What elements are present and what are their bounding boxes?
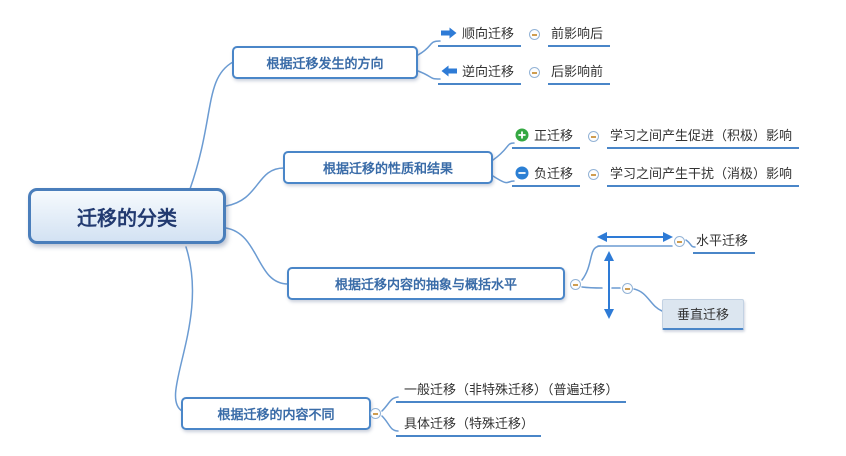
root-topic-label: 迁移的分类: [77, 205, 177, 230]
subtopic-forward-transfer[interactable]: 顺向迁移: [438, 22, 522, 47]
subtopic-negative-transfer[interactable]: 负迁移: [512, 162, 581, 187]
subtopic-general-transfer[interactable]: 一般迁移（非特殊迁移）（普遍迁移）: [396, 378, 626, 403]
subtopic-horizontal-transfer[interactable]: 水平迁移: [693, 229, 756, 254]
subtopic-label: 正迁移: [534, 129, 574, 144]
branch-topic-abstraction-level[interactable]: 根据迁移内容的抽象与概括水平: [287, 267, 565, 300]
plus-circle-icon: [515, 128, 529, 142]
subtopic-label: 逆向迁移: [462, 65, 515, 80]
branch-topic-label: 根据迁移发生的方向: [266, 57, 384, 72]
subtopic-row: 一般迁移（非特殊迁移）（普遍迁移）: [396, 378, 626, 403]
subtopic-vertical-transfer[interactable]: 垂直迁移: [662, 299, 745, 330]
vertical-double-arrow-icon[interactable]: [604, 251, 614, 319]
branch-topic-direction[interactable]: 根据迁移发生的方向: [232, 46, 418, 79]
subtopic-label: 负迁移: [534, 167, 574, 182]
subtopic-row: 顺向迁移 前影响后: [438, 22, 611, 47]
arrow-left-icon: [441, 65, 457, 77]
collapse-minus-icon[interactable]: [674, 236, 685, 247]
subtopic-backward-transfer[interactable]: 逆向迁移: [438, 60, 522, 85]
branch-topic-label: 根据迁移的内容不同: [217, 408, 335, 423]
branch-topic-label: 根据迁移的性质和结果: [322, 162, 453, 177]
branch-topic-nature-result[interactable]: 根据迁移的性质和结果: [283, 151, 493, 184]
subtopic-label-detail[interactable]: 学习之间产生干扰（消极）影响: [607, 162, 800, 187]
collapse-minus-icon[interactable]: [529, 29, 541, 40]
subtopic-row: 具体迁移（特殊迁移）: [396, 412, 542, 437]
minus-circle-icon: [515, 166, 529, 180]
root-topic[interactable]: 迁移的分类: [28, 188, 226, 244]
branch-topic-label: 根据迁移内容的抽象与概括水平: [334, 278, 517, 293]
collapse-minus-icon[interactable]: [622, 283, 633, 294]
subtopic-positive-transfer[interactable]: 正迁移: [512, 124, 581, 149]
subtopic-label: 顺向迁移: [462, 27, 515, 42]
subtopic-specific-transfer[interactable]: 具体迁移（特殊迁移）: [396, 412, 542, 437]
subtopic-row: 负迁移 学习之间产生干扰（消极）影响: [512, 162, 800, 187]
arrow-right-icon: [441, 27, 457, 39]
subtopic-label-detail[interactable]: 学习之间产生促进（积极）影响: [607, 124, 800, 149]
collapse-minus-icon[interactable]: [570, 279, 581, 290]
collapse-minus-icon[interactable]: [529, 67, 541, 78]
collapse-minus-icon[interactable]: [588, 169, 600, 180]
subtopic-row: 逆向迁移 后影响前: [438, 60, 611, 85]
branch-topic-content-different[interactable]: 根据迁移的内容不同: [181, 397, 371, 430]
subtopic-label-detail[interactable]: 前影响后: [548, 22, 611, 47]
connector-curves: [174, 40, 696, 432]
collapse-minus-icon[interactable]: [588, 131, 600, 142]
subtopic-row: 正迁移 学习之间产生促进（积极）影响: [512, 124, 800, 149]
subtopic-label-detail[interactable]: 后影响前: [548, 60, 611, 85]
horizontal-double-arrow-icon[interactable]: [597, 232, 673, 242]
subtopic-row: 水平迁移: [674, 229, 756, 254]
collapse-minus-icon[interactable]: [370, 408, 381, 419]
